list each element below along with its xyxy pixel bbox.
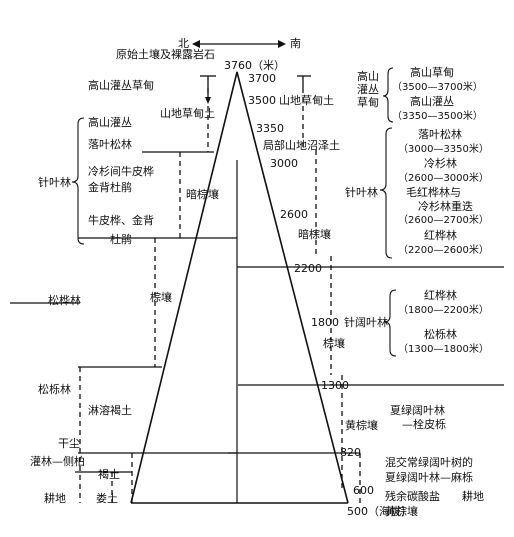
north-pine-birch-forest: 松桦林: [48, 294, 81, 307]
south-alpine-meadow: 高山草甸: [410, 66, 454, 79]
south-coniferous-forest: 针叶林: [345, 186, 378, 199]
south-summer-green-line-2: —栓皮栎: [402, 418, 446, 431]
summit-markers: [200, 75, 311, 104]
south-fir-range: （2600—3000米）: [398, 173, 489, 184]
elevation-3350: 3350: [256, 122, 284, 135]
south-mixed-line-1: 毛红桦林与: [406, 186, 461, 199]
south-alpine-shrub-range: （3350—3500米）: [392, 111, 483, 122]
north-brown-soil: 棕壤: [150, 291, 172, 304]
elevation-3000: 3000: [270, 157, 298, 170]
elevation-1800: 1800: [311, 316, 339, 329]
south-mountain-meadow-soil: 山地草甸土: [279, 94, 334, 107]
north-larch-forest: 落叶松林: [88, 138, 132, 151]
south-red-birch-range-2: （1800—2200米）: [398, 305, 489, 316]
north-label: 北: [178, 37, 189, 50]
south-mixed-line-2: 冷杉林重迭: [418, 200, 473, 213]
elevation-1300: 1300: [321, 379, 349, 392]
elevation-3500: 3500: [248, 94, 276, 107]
elevation-3700: 3700: [248, 72, 276, 85]
north-cinnamon-soil: 褐土: [98, 468, 120, 481]
north-zone-boundaries: [10, 151, 237, 473]
north-dark-brown-soil: 暗棕壤: [186, 188, 219, 201]
south-alpine-group-label: 高山灌丛草甸: [357, 70, 379, 109]
north-golden-rhododendron: 金背杜鹃: [88, 181, 132, 194]
north-brackets: [71, 117, 85, 245]
south-mixed-broadleaf-forest: 针阔叶林: [344, 316, 388, 329]
south-residual-soil-line-1: 残余碳酸盐: [385, 490, 440, 503]
south-larch-forest: 落叶松林: [418, 128, 462, 141]
north-leached-cinnamon-soil: 淋溶褐土: [88, 404, 132, 417]
south-yellow-brown-soil: 黄棕壤: [345, 419, 378, 432]
south-residual-soil-line-2: 黄棕壤: [385, 505, 418, 518]
south-evergreen-mixed-line-1: 混交常绿阔叶树的: [385, 456, 473, 469]
north-pine-oak-forest: 松栎林: [38, 383, 71, 396]
elevation-500: 500（海拔）: [347, 505, 412, 518]
south-red-birch-forest: 红桦林: [424, 229, 457, 242]
elevation-2200: 2200: [294, 262, 322, 275]
south-fir-forest: 冷杉林: [424, 157, 457, 170]
north-birch-line-2: 杜鹃: [110, 233, 132, 246]
south-local-swamp-soil: 局部山地沼泽土: [263, 139, 340, 152]
south-evergreen-mixed-line-2: 夏绿阔叶林—麻栎: [385, 471, 473, 484]
compass-arrow: [192, 40, 286, 48]
top-caption: 原始土壤及裸露岩石: [116, 48, 215, 61]
north-coniferous-forest: 针叶林: [38, 176, 71, 189]
south-red-birch-forest-2: 红桦林: [424, 289, 457, 302]
south-red-birch-range: （2200—2600米）: [398, 245, 489, 256]
south-alpine-shrub: 高山灌丛: [410, 95, 454, 108]
south-label: 南: [290, 37, 301, 50]
mountain-outline: [130, 71, 349, 504]
south-farmland: 耕地: [462, 490, 484, 503]
elevation-820: 820: [340, 446, 361, 459]
south-summer-green-line-1: 夏绿阔叶林: [390, 404, 445, 417]
north-mountain-meadow-soil: 山地草甸土: [160, 107, 215, 120]
south-mixed-range: （2600—2700米）: [398, 215, 489, 226]
north-fir-birch: 冷杉间牛皮桦: [88, 165, 154, 178]
north-birch-line-1: 牛皮桦、金背: [88, 214, 154, 227]
north-farmland: 耕地: [44, 492, 66, 505]
south-dark-brown-soil: 暗棕壤: [298, 228, 331, 241]
elevation-2600: 2600: [280, 208, 308, 221]
north-loessial-soil: 娄土: [96, 492, 118, 505]
south-alpine-meadow-range: （3500—3700米）: [392, 82, 483, 93]
south-brackets: [379, 67, 397, 357]
south-larch-range: （3000—3350米）: [398, 144, 489, 155]
elevation-600: 600: [353, 484, 374, 497]
north-alpine-shrub-meadow: 高山灌丛草甸: [88, 79, 154, 92]
south-pine-oak-range: （1300—1800米）: [398, 344, 489, 355]
north-dry-shrub-line-1: 干尘: [58, 437, 80, 450]
south-pine-oak-forest: 松栎林: [424, 328, 457, 341]
peak-elevation: 3760（米）: [224, 59, 285, 72]
north-alpine-shrub: 高山灌丛: [88, 116, 132, 129]
south-soil-dashes: [302, 88, 361, 503]
south-brown-soil: 棕壤: [323, 337, 345, 350]
south-zone-boundaries: [228, 266, 504, 454]
north-dry-shrub-line-2: 灌林—侧柏: [30, 455, 85, 468]
